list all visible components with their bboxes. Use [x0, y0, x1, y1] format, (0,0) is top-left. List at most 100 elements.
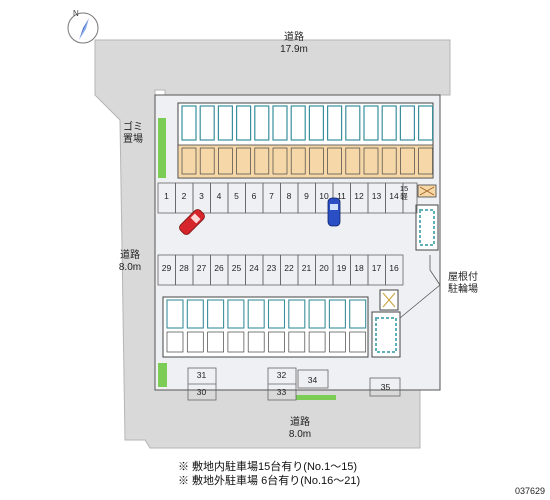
stall-number-25: 25 — [231, 263, 242, 273]
stall-number-28: 28 — [179, 263, 189, 273]
unit-bottom-lower-5 — [247, 331, 265, 353]
building-top — [177, 102, 434, 179]
unit-lower-4 — [236, 147, 251, 175]
stall-number-11: 11 — [337, 191, 346, 201]
unit-bottom-7 — [288, 299, 306, 329]
road-bottom-name: 道路 — [290, 417, 310, 428]
stall-number-10: 10 — [319, 191, 329, 201]
unit-bottom-lower-10 — [349, 331, 367, 353]
unit-bottom-lower-6 — [268, 331, 285, 353]
unit-lower-14 — [418, 147, 433, 175]
unit-upper-2 — [199, 105, 215, 141]
stall-number-7: 7 — [269, 191, 274, 201]
building-bottom — [162, 296, 369, 358]
unit-upper-13 — [399, 105, 415, 141]
unit-bottom-5 — [247, 299, 265, 329]
stall-number-8: 8 — [286, 191, 292, 201]
unit-bottom-6 — [267, 299, 286, 329]
stall-number-1: 1 — [164, 191, 169, 201]
unit-lower-7 — [290, 147, 306, 175]
garbage-area-label: ゴミ置場 — [116, 122, 150, 146]
road-top-name: 道路 — [284, 32, 304, 43]
unit-upper-10 — [345, 105, 361, 141]
stall-number-14: 14 — [389, 191, 399, 201]
stall-number-18: 18 — [354, 263, 364, 273]
unit-bottom-3 — [207, 299, 225, 329]
stall-35: 35 — [380, 382, 391, 392]
road-bottom-width: 8.0m — [288, 429, 312, 440]
road-left-name: 道路 — [120, 250, 140, 261]
unit-bottom-lower-2 — [186, 331, 204, 353]
unit-upper-4 — [236, 105, 252, 141]
stall-number-23: 23 — [266, 263, 277, 273]
unit-lower-6 — [272, 147, 288, 175]
stall-number-6: 6 — [251, 191, 257, 201]
bike-stall-text: 15軽 — [399, 184, 409, 201]
stall-number-16: 16 — [389, 263, 399, 273]
stall-number-12: 12 — [354, 191, 364, 201]
unit-upper-8 — [308, 105, 324, 141]
unit-lower-8 — [309, 147, 324, 175]
stall-number-26: 26 — [214, 263, 224, 273]
parking-stall-16 — [385, 254, 404, 286]
stall-32: 32 — [276, 370, 287, 380]
unit-upper-6 — [272, 105, 288, 141]
car-blue — [327, 197, 341, 227]
stall-33: 33 — [276, 387, 287, 397]
unit-lower-11 — [363, 147, 379, 175]
stall-number-20: 20 — [319, 263, 329, 273]
stall-number-22: 22 — [284, 263, 294, 273]
unit-bottom-8 — [308, 299, 326, 329]
green-strip-bottom — [296, 395, 336, 400]
parking-stall-15 — [402, 182, 418, 214]
unit-lower-2 — [199, 147, 215, 175]
compass-icon: N — [67, 9, 99, 44]
stall-number-21: 21 — [301, 263, 312, 273]
unit-upper-11 — [363, 105, 379, 141]
roofed-bicycle-label: 屋根付駐輪場 — [440, 272, 486, 296]
bike-stall-label: 15軽 — [397, 185, 411, 201]
stall-number-2: 2 — [181, 191, 187, 201]
unit-bottom-4 — [227, 299, 245, 329]
stall-number-19: 19 — [336, 263, 347, 273]
stall-number-24: 24 — [249, 263, 259, 273]
green-strip-left-top — [158, 118, 166, 178]
unit-lower-12 — [381, 147, 397, 175]
unit-bottom-1 — [166, 299, 184, 329]
unit-lower-5 — [254, 147, 270, 175]
note-offsite-parking: ※ 敷地外駐車場 6台有り(No.16～21) — [178, 475, 361, 487]
stall-number-3: 3 — [199, 191, 204, 201]
road-left-width: 8.0m — [118, 262, 142, 273]
stall-34: 34 — [307, 375, 318, 385]
unit-bottom-2 — [186, 299, 204, 329]
unit-lower-3 — [218, 147, 233, 175]
unit-bottom-lower-9 — [329, 331, 346, 353]
unit-bottom-lower-7 — [288, 331, 306, 353]
unit-upper-5 — [254, 105, 270, 141]
stall-number-13: 13 — [371, 191, 382, 201]
roofed-bicycle-text: 屋根付駐輪場 — [448, 272, 478, 295]
bicycle-parking-1 — [415, 204, 439, 251]
car-red — [179, 209, 205, 235]
stall-30: 30 — [196, 387, 207, 397]
unit-lower-9 — [327, 147, 342, 175]
garbage-area-text: ゴミ置場 — [123, 122, 143, 145]
unit-upper-3 — [217, 105, 233, 141]
note-onsite-parking: ※ 敷地内駐車場15台有り(No.1～15) — [178, 461, 358, 473]
unit-upper-9 — [327, 105, 343, 141]
unit-upper-1 — [181, 105, 197, 141]
stall-number-29: 29 — [161, 263, 172, 273]
unit-upper-14 — [418, 105, 434, 141]
property-code: 037629 — [514, 486, 545, 496]
stall-31: 31 — [196, 370, 207, 380]
unit-bottom-lower-3 — [207, 331, 224, 353]
unit-lower-13 — [400, 147, 415, 175]
unit-bottom-lower-1 — [166, 331, 184, 353]
unit-bottom-10 — [349, 299, 367, 329]
unit-lower-1 — [181, 147, 197, 175]
unit-upper-7 — [290, 105, 306, 141]
svg-text:N: N — [73, 9, 79, 18]
road-top-width: 17.9m — [280, 44, 308, 55]
